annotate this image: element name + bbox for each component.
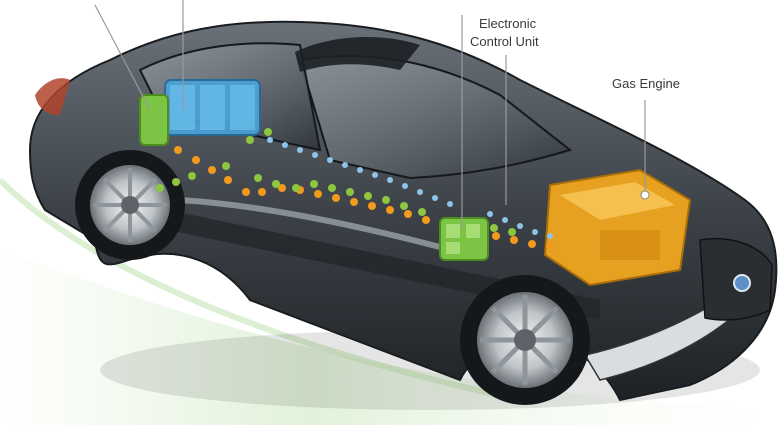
callout-lines [94, 0, 646, 230]
background-swoosh [0, 250, 780, 425]
callout-gas-engine: Gas Engine [612, 76, 680, 91]
callout-dot-engine [640, 190, 650, 200]
chassis [120, 200, 600, 320]
battery-pack [164, 79, 261, 136]
front-wheel-icon [460, 275, 590, 405]
callout-ecu-line2: Control Unit [470, 34, 539, 49]
tail-light [35, 78, 70, 115]
flow-path-blue [267, 137, 553, 239]
callout-line-rear-motor [94, 4, 151, 111]
gas-engine [543, 168, 692, 287]
ecu-module [439, 217, 489, 261]
rear-motor [139, 94, 169, 146]
rear-wheel-icon [75, 150, 185, 260]
flow-path-orange [174, 146, 554, 250]
flow-path-green [156, 128, 516, 236]
windshield [298, 55, 573, 180]
sunroof [295, 36, 420, 72]
lexus-badge-icon [733, 274, 751, 292]
exhaust-line [179, 197, 471, 258]
callout-ecu-line1: Electronic [479, 16, 537, 31]
